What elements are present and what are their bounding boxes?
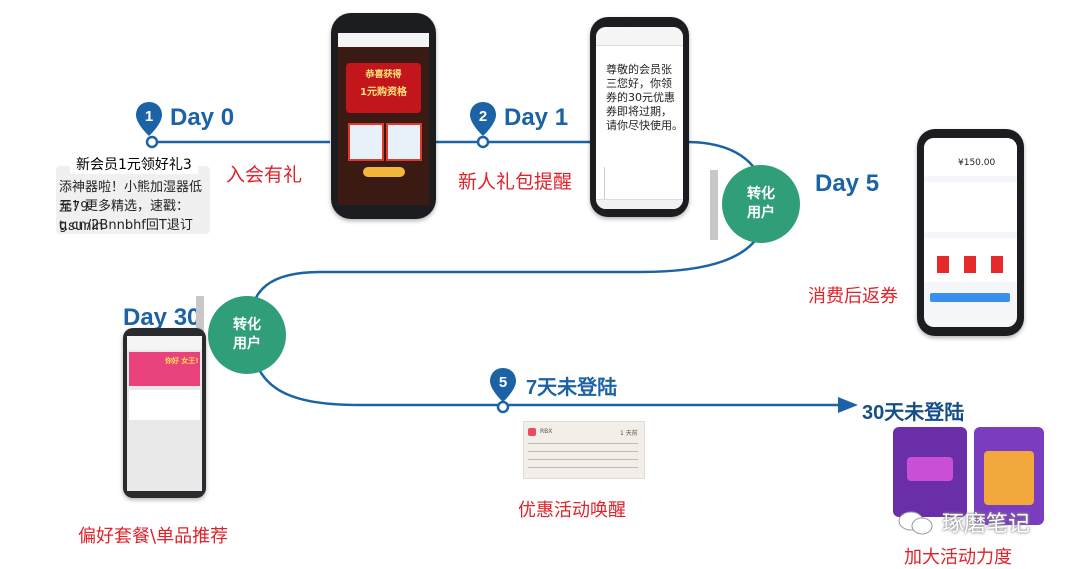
step-5-marker-icon: 5 — [490, 368, 516, 402]
day1-phone: 尊敬的会员张 三您好，你领 券的30元优惠 券即将过期， 请你尽快使用。 — [590, 17, 689, 217]
day5-coupon-3[interactable] — [991, 256, 1003, 273]
day30-inactive-label: 30天未登陆 — [862, 402, 965, 424]
inactive-promo-1-panel — [907, 457, 953, 481]
day30-phone-header — [127, 336, 202, 350]
day7-notif-time: 1 天前 — [620, 430, 638, 437]
sms-line-1: 添神器啦！小熊加湿器低至79 — [59, 180, 203, 215]
day1-message-line4: 券即将过期， — [606, 105, 672, 118]
day0-banner-line2: 1元购资格 — [360, 87, 407, 98]
day7-caption: 优惠活动唤醒 — [518, 500, 626, 521]
day0-product-2 — [386, 123, 422, 161]
day1-caption: 新人礼包提醒 — [458, 171, 573, 193]
step-1-number: 1 — [145, 108, 153, 125]
day1-phone-header — [596, 27, 683, 46]
day5-label: Day 5 — [815, 170, 880, 197]
day30-promo-banner: 你好 女王! — [129, 352, 200, 386]
sms-line-3: g.cn/2Bnnbhf回T退订 — [59, 218, 193, 233]
day30-promo-desc — [129, 390, 200, 420]
day5-coupon-2[interactable] — [964, 256, 976, 273]
inactive-promo-2-panel — [984, 451, 1034, 505]
sms-line-2: 元！更多精选，速戳：t.sunin — [59, 199, 190, 234]
day5-confirm-button[interactable] — [930, 293, 1010, 302]
sms-title: 新会员1元领好礼3 — [70, 154, 198, 174]
day0-phone-screen: 恭喜获得 1元购资格 — [338, 33, 429, 205]
day0-phone-notch — [365, 13, 402, 25]
day5-coupon-1[interactable] — [937, 256, 949, 273]
day7-inactive-label: 7天未登陆 — [526, 377, 618, 399]
step-5-number: 5 — [499, 374, 507, 391]
conversion-1-line1: 转化 — [747, 186, 775, 202]
day0-product-1 — [348, 123, 384, 161]
sms-message: 添神器啦！小熊加湿器低至79 元！更多精选，速戳：t.sunin g.cn/2B… — [56, 166, 210, 234]
wechat-icon — [898, 511, 933, 535]
day0-banner-line1: 恭喜获得 — [365, 70, 402, 80]
conversion-node-1: 转化用户 — [722, 165, 800, 243]
day1-message-line5: 请你尽快使用。 — [606, 119, 683, 132]
day5-amount: ¥150.00 — [958, 158, 996, 168]
day0-claim-button[interactable] — [363, 167, 405, 177]
day30-phone-screen: 你好 女王! — [127, 336, 202, 491]
day0-caption: 入会有礼 — [226, 164, 303, 186]
day1-label: Day 1 — [504, 104, 569, 131]
step-2-marker-icon: 2 — [470, 102, 496, 136]
day5-amount-panel: ¥150.00 — [924, 138, 1017, 176]
day1-phone-screen: 尊敬的会员张 三您好，你领 券的30元优惠 券即将过期， 请你尽快使用。 — [596, 27, 683, 209]
day0-phone-topbar — [338, 33, 429, 47]
day1-bottom-menu — [596, 199, 683, 209]
conversion-node-2: 转化用户 — [208, 296, 286, 374]
day1-message-line2: 三您好，你领 — [606, 77, 672, 90]
day7-app-icon — [528, 428, 536, 436]
day0-phone: 恭喜获得 1元购资格 — [331, 13, 436, 219]
day5-caption: 消费后返券 — [808, 286, 898, 307]
day0-phone-banner: 恭喜获得 1元购资格 — [346, 63, 421, 113]
day1-message: 尊敬的会员张 三您好，你领 券的30元优惠 券即将过期， 请你尽快使用。 — [606, 63, 683, 133]
day5-phone-screen: ¥150.00 — [924, 138, 1017, 327]
watermark-text: 琢磨笔记 — [942, 512, 1031, 537]
conversion-1-bar — [710, 170, 718, 240]
day1-message-line3: 券的30元优惠 — [606, 91, 675, 104]
day5-payment-info — [924, 182, 1017, 232]
day0-label: Day 0 — [170, 104, 235, 131]
day30-promo-text: 你好 女王! — [165, 357, 199, 365]
day1-message-line1: 尊敬的会员张 — [606, 63, 672, 76]
day1-phone-notch — [623, 17, 656, 27]
day5-coupon-panel — [924, 238, 1017, 282]
day7-app-name: RBX — [540, 428, 553, 435]
inactive-promo-2 — [974, 427, 1044, 525]
day30-caption: 偏好套餐\单品推荐 — [78, 526, 229, 547]
day30-phone: 你好 女王! — [123, 328, 206, 498]
step-1-marker-icon: 1 — [136, 102, 162, 136]
conversion-2-line1: 转化 — [233, 317, 261, 333]
day30-label: Day 30 — [123, 304, 201, 331]
conversion-1-line2: 用户 — [747, 205, 775, 221]
day5-phone: ¥150.00 — [917, 129, 1024, 336]
day7-notification: RBX 1 天前 — [523, 421, 645, 479]
step-2-number: 2 — [479, 108, 487, 125]
day1-menu-list — [604, 167, 629, 201]
day30-inactive-caption: 加大活动力度 — [904, 547, 1012, 568]
day7-notif-body — [528, 440, 638, 472]
conversion-2-line2: 用户 — [233, 336, 261, 352]
inactive-promo-1 — [893, 427, 967, 517]
